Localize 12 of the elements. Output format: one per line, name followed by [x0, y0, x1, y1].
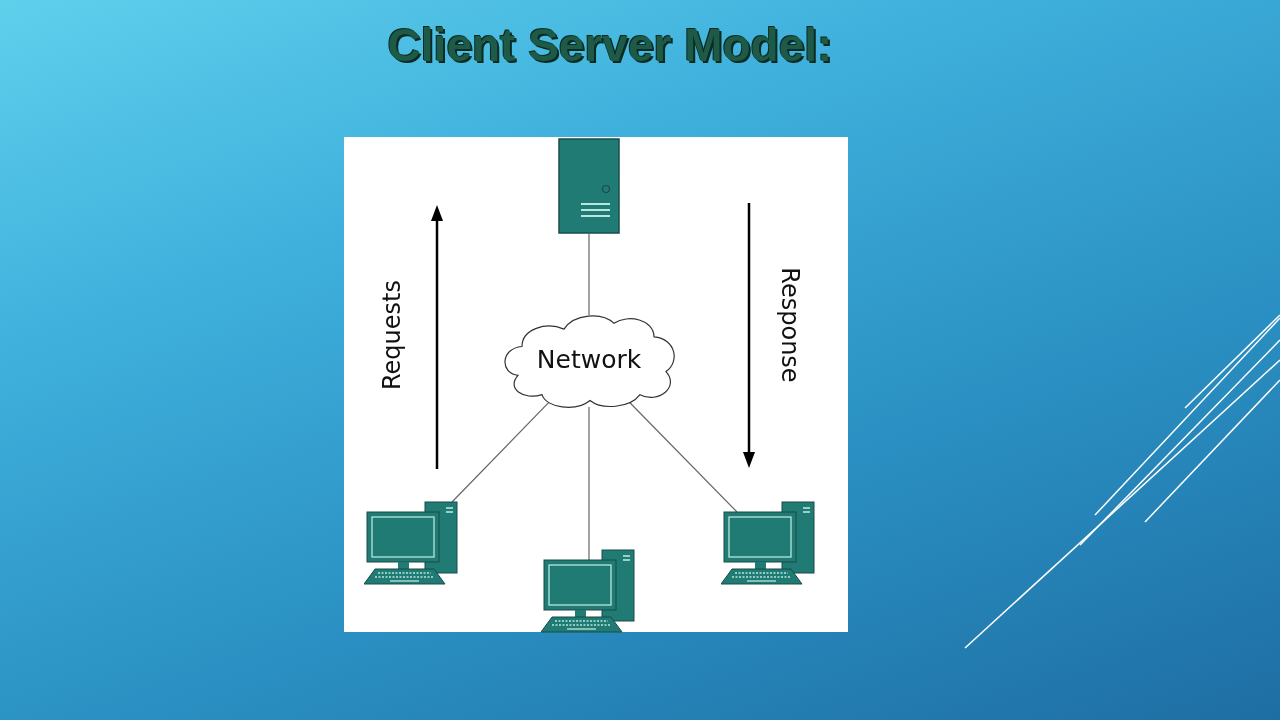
server-icon — [558, 138, 620, 234]
connection-line — [451, 401, 551, 503]
desktop-computer-icon — [364, 501, 459, 585]
connection-line — [628, 400, 738, 513]
slide-title: Client Server Model: — [386, 18, 834, 72]
node-label: Network — [536, 344, 642, 374]
desktop-computer-icon — [541, 549, 636, 633]
connection-line — [588, 406, 590, 561]
desktop-computer-icon — [721, 501, 816, 585]
flow-label: Requests — [378, 280, 406, 390]
connection-line — [588, 233, 590, 316]
flow-label: Response — [775, 267, 804, 383]
